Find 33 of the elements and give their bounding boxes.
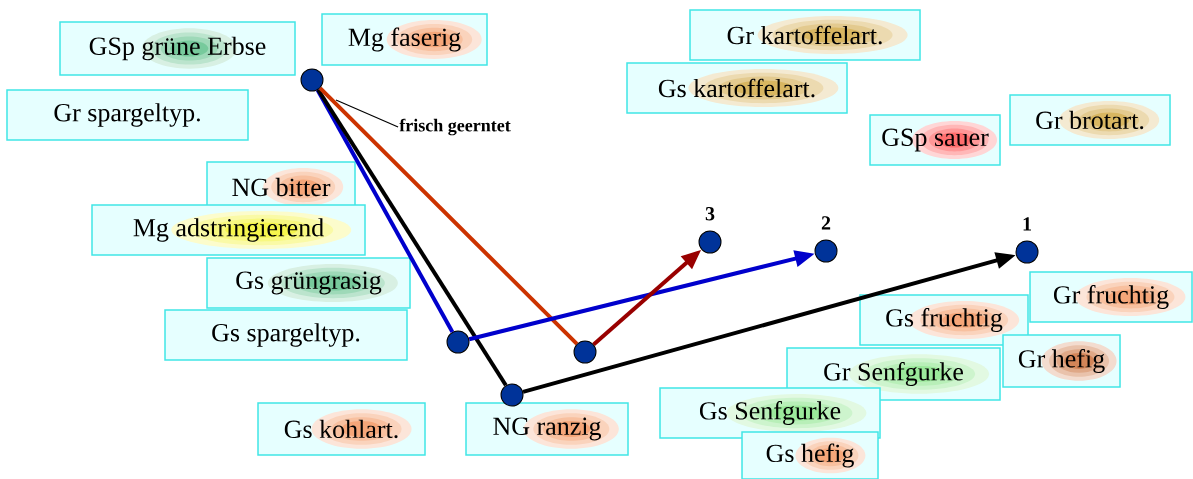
connector-line <box>318 86 579 346</box>
label-box: Gs spargeltyp. <box>164 309 408 361</box>
annotation-text: frisch geerntet <box>399 118 511 136</box>
label-box: Gr kartoffelart. <box>689 9 921 61</box>
label-box: Gr hefig <box>1002 334 1121 388</box>
label-box: Gr Senfgurke <box>786 347 1001 401</box>
point-marker <box>1015 240 1039 264</box>
label-box: Gs kohlart. <box>257 402 426 456</box>
label-box: Gs grüngrasig <box>206 257 411 309</box>
point-number: 2 <box>821 216 831 230</box>
label-box: Gr brotart. <box>1009 94 1171 146</box>
point-marker <box>300 68 324 92</box>
label-box: Gs Senfgurke <box>659 387 881 439</box>
label-box: Gs fruchtig <box>859 294 1029 346</box>
leader-line <box>335 99 399 128</box>
label-box: Gs hefig <box>741 431 879 479</box>
label-box: Mg faserig <box>321 13 488 66</box>
label-box: Gr fruchtig <box>1029 271 1193 323</box>
point-marker <box>446 330 470 354</box>
connector-line <box>316 88 508 387</box>
point-marker <box>698 230 722 254</box>
point-marker <box>500 383 524 407</box>
label-box: Gr spargeltyp. <box>6 89 249 141</box>
point-number: 1 <box>1023 217 1031 231</box>
point-marker <box>573 340 597 364</box>
label-box: Mg adstringierend <box>91 204 366 256</box>
label-box: GSp sauer <box>869 114 1001 166</box>
label-box: Gs kartoffelart. <box>626 62 848 114</box>
label-box: NG ranzig <box>465 402 629 456</box>
connector-line <box>315 89 455 333</box>
point-number: 3 <box>705 207 715 221</box>
point-marker <box>814 239 838 263</box>
label-box: GSp grüne Erbse <box>59 21 296 76</box>
